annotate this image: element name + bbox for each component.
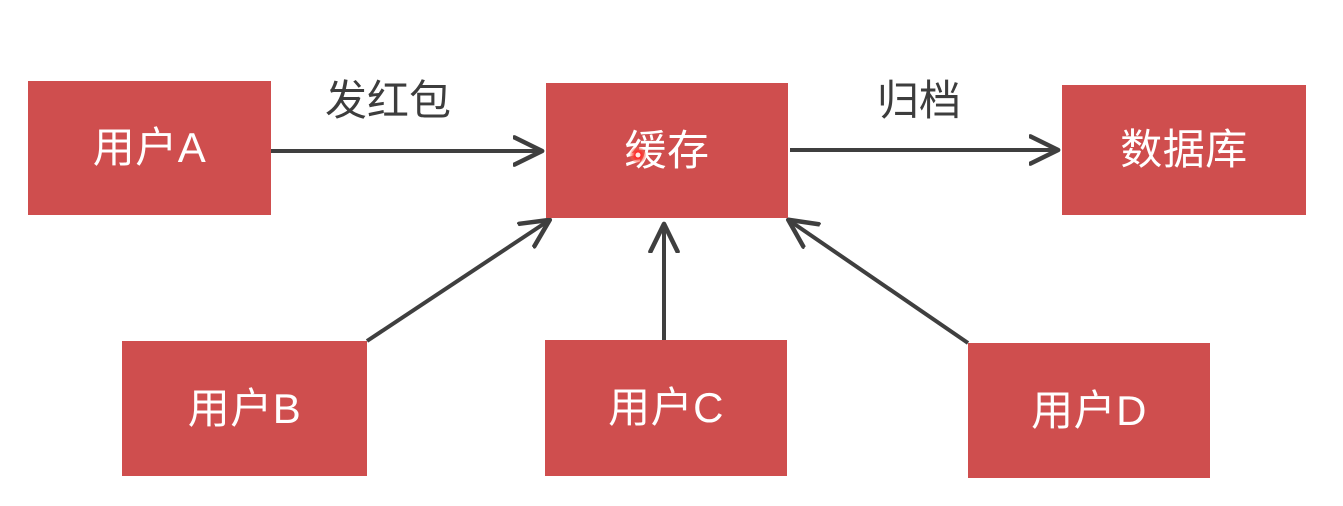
- node-user-a-label: 用户A: [92, 124, 207, 171]
- node-user-a[interactable]: 用户A: [28, 81, 271, 215]
- node-user-d-label: 用户D: [1031, 386, 1147, 434]
- node-user-d[interactable]: 用户D: [968, 343, 1210, 478]
- node-user-b-label: 用户B: [187, 384, 302, 432]
- node-database[interactable]: 数据库: [1062, 85, 1306, 215]
- edge-label-guidang: 归档: [877, 77, 962, 124]
- cursor-click-marker: [630, 147, 646, 163]
- node-user-b[interactable]: 用户B: [122, 341, 367, 476]
- edge-label-fahongbao: 发红包: [325, 77, 452, 124]
- edge-userB-to-cache: [365, 221, 548, 343]
- node-database-label: 数据库: [1120, 126, 1248, 173]
- node-cache[interactable]: 缓存: [546, 83, 788, 218]
- edge-userD-to-cache: [790, 221, 970, 345]
- node-user-c-label: 用户C: [608, 384, 724, 431]
- node-user-c[interactable]: 用户C: [545, 340, 787, 476]
